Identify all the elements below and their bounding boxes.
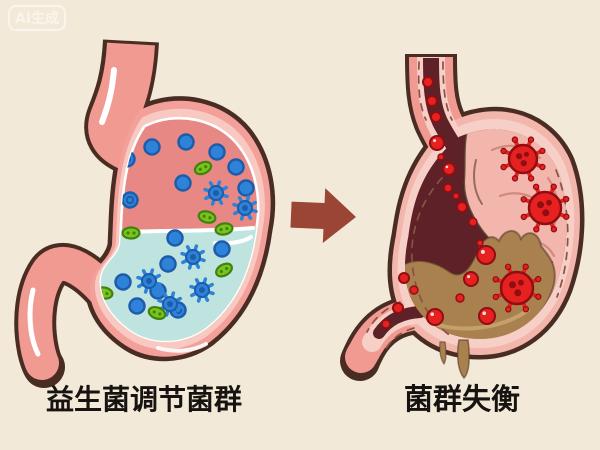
probiotic-green-oval-icon bbox=[215, 262, 233, 278]
harmful-bacteria-dot-icon bbox=[392, 302, 404, 314]
virus-icon bbox=[520, 183, 570, 233]
watermark-frame bbox=[8, 5, 66, 31]
harmful-bacteria-dot-icon bbox=[468, 217, 478, 227]
harmful-bacteria-dot-icon bbox=[455, 293, 465, 303]
harmful-bacteria-dot-icon bbox=[437, 153, 445, 161]
probiotic-blue-dot-icon bbox=[143, 138, 161, 156]
dashed-line bbox=[411, 167, 453, 338]
harmful-bacteria-dot-icon bbox=[443, 183, 453, 193]
probiotic-gear-icon bbox=[136, 268, 162, 294]
harmful-bacteria-dot-icon bbox=[409, 285, 419, 295]
probiotic-blue-dot-icon bbox=[227, 158, 245, 176]
left-caption: 益生菌调节菌群 bbox=[46, 383, 242, 416]
harmful-bacteria-group bbox=[381, 76, 496, 329]
harmful-bacteria-dot-icon bbox=[456, 201, 468, 213]
imbalanced-stomach-illustration bbox=[340, 53, 585, 381]
right-caption: 菌群失衡 bbox=[404, 382, 520, 416]
probiotic-gear-icon bbox=[189, 277, 215, 303]
probiotic-blue-dot-icon bbox=[208, 143, 226, 161]
harmful-bacteria-dot-icon bbox=[476, 245, 496, 265]
probiotic-blue-dot-icon bbox=[128, 297, 146, 315]
ai-generated-watermark: AI生成 bbox=[8, 5, 66, 31]
sludge-drip bbox=[456, 339, 470, 380]
probiotic-green-oval-icon bbox=[197, 210, 217, 224]
healthy-stomach-illustration bbox=[14, 39, 276, 388]
dashed-line bbox=[555, 169, 569, 298]
probiotic-gear-icon bbox=[157, 291, 183, 317]
probiotic-gear-icon bbox=[232, 195, 258, 221]
probiotic-blue-dot-icon bbox=[159, 255, 177, 273]
sludge-drip-small bbox=[439, 341, 447, 366]
probiotic-bacteria-group bbox=[100, 133, 258, 321]
probiotic-gear-icon bbox=[180, 244, 206, 270]
virus-icon bbox=[492, 263, 542, 313]
duodenum-channel bbox=[373, 306, 426, 339]
duodenum-tube bbox=[18, 247, 129, 380]
harmful-bacteria-dot-icon bbox=[442, 162, 456, 176]
probiotic-blue-dot-icon bbox=[237, 179, 255, 197]
probiotic-blue-dot-icon bbox=[213, 240, 231, 258]
harmful-bacteria-dot-icon bbox=[422, 76, 434, 88]
probiotic-blue-dot-icon bbox=[177, 133, 195, 151]
virus-group bbox=[492, 136, 570, 313]
transition-arrow bbox=[290, 188, 356, 244]
harmful-bacteria-dot-icon bbox=[426, 308, 444, 326]
harmful-bacteria-dot-icon bbox=[430, 111, 442, 123]
probiotic-gear-icon bbox=[203, 180, 229, 206]
harmful-bacteria-dot-icon bbox=[476, 239, 484, 247]
dashed-line bbox=[383, 327, 415, 353]
harmful-bacteria-dot-icon bbox=[426, 95, 438, 107]
harmful-bacteria-dot-icon bbox=[429, 135, 445, 151]
wrinkle-line-dark bbox=[473, 159, 483, 205]
watermark-text: AI生成 bbox=[15, 10, 59, 27]
stomach-bottom-highlight bbox=[156, 342, 208, 353]
harmful-bacteria-dot-icon bbox=[452, 192, 460, 200]
probiotic-blue-dot-icon bbox=[166, 229, 184, 247]
harmful-bacteria-dot-icon bbox=[478, 307, 496, 325]
probiotic-green-oval-icon bbox=[193, 160, 213, 176]
dashed-line bbox=[442, 61, 453, 121]
esophagus-tube bbox=[88, 42, 155, 171]
dashed-line bbox=[417, 61, 427, 121]
probiotic-blue-dot-icon bbox=[114, 273, 132, 291]
harmful-bacteria-dot-icon bbox=[463, 271, 479, 287]
virus-icon bbox=[500, 136, 546, 182]
harmful-bacteria-dot-icon bbox=[381, 319, 391, 329]
harmful-bacteria-dot-icon bbox=[398, 272, 410, 284]
probiotic-blue-dot-icon bbox=[174, 174, 192, 192]
esophagus-highlight bbox=[99, 67, 117, 125]
probiotic-green-oval-icon bbox=[147, 305, 167, 321]
probiotic-green-oval-icon bbox=[121, 226, 141, 240]
duodenum-highlight bbox=[27, 287, 41, 357]
probiotic-blue-dot-icon bbox=[121, 191, 139, 209]
probiotic-green-oval-icon bbox=[214, 222, 234, 236]
